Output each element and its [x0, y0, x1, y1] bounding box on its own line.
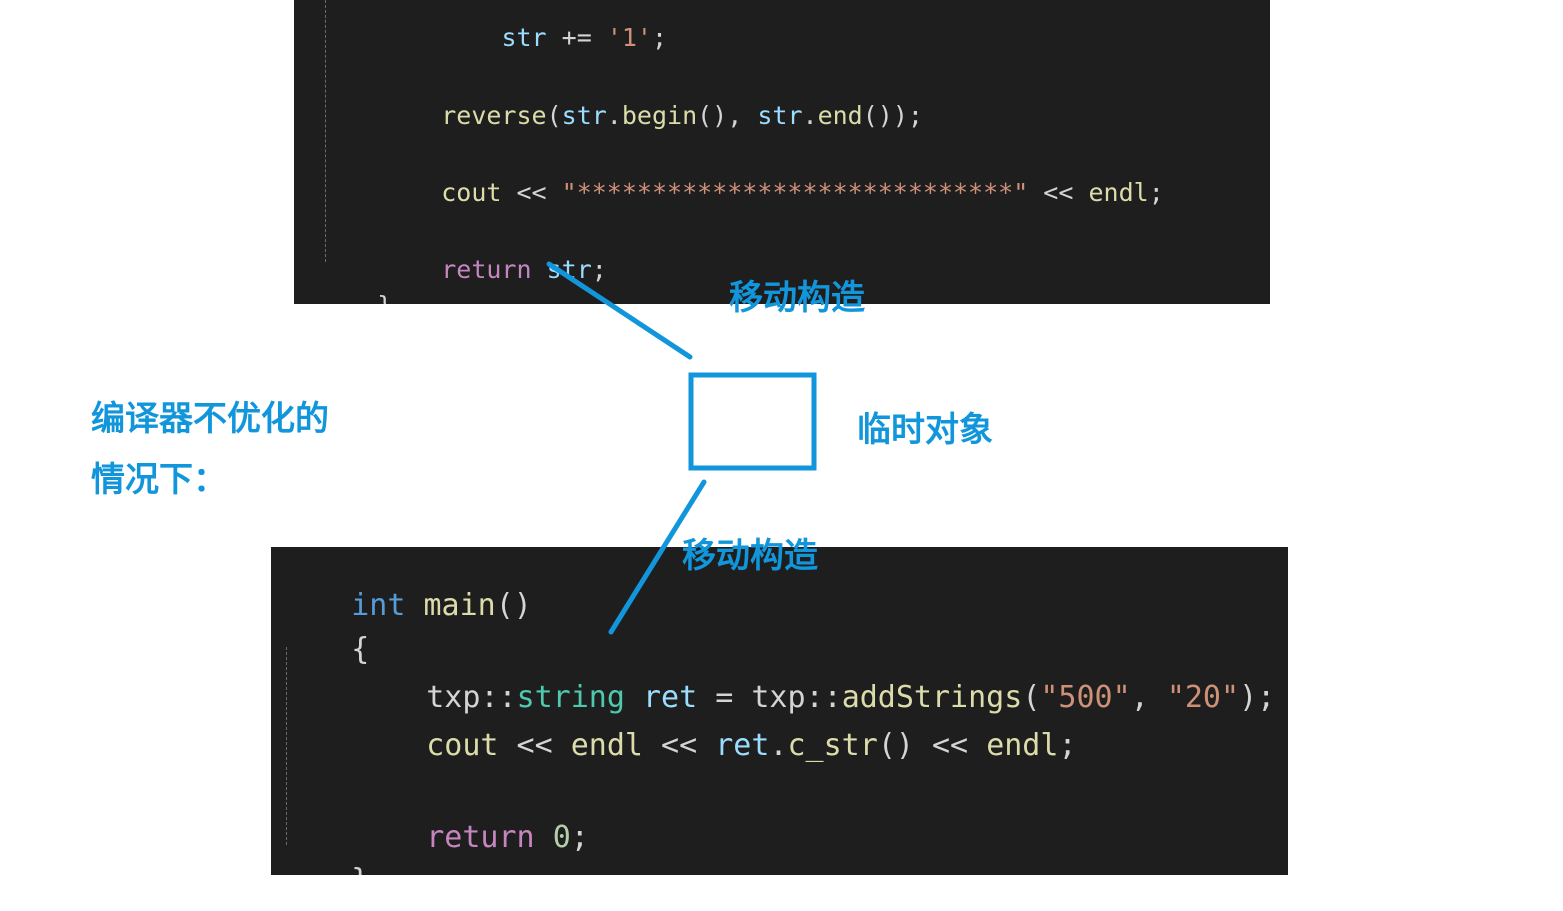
code-line-reverse: reverse(str.begin(), str.end());	[441, 101, 923, 130]
indent-guide	[286, 647, 287, 845]
connector-return-to-temp	[546, 261, 693, 360]
code-line-main-signature: int main()	[351, 588, 532, 623]
code-panel-add-strings-tail: str += '1'; reverse(str.begin(), str.end…	[294, 0, 1270, 304]
code-line-ret-declaration: txp::string ret = txp::addStrings("500",…	[426, 680, 1276, 715]
indent-guide	[325, 0, 326, 262]
label-temp-object: 临时对象	[857, 410, 993, 450]
label-move-construct-bottom: 移动构造	[682, 536, 818, 576]
label-move-construct-top: 移动构造	[729, 278, 865, 318]
code-line-close-brace: }	[317, 262, 392, 304]
label-condition-line1: 编译器不优化的	[91, 399, 329, 439]
code-line-cout-ret: cout << endl << ret.c_str() << endl;	[426, 728, 1077, 763]
code-line-close-brace: }	[279, 828, 369, 875]
code-line-open-brace: {	[351, 632, 370, 667]
code-line-cout-stars: cout << "*****************************" …	[441, 178, 1164, 207]
label-condition-line2: 情况下：	[91, 460, 227, 500]
temp-object-box	[688, 372, 817, 471]
connector-temp-to-ret	[608, 479, 707, 635]
code-line-return-zero: return 0;	[426, 820, 589, 855]
code-line-append-one: str += '1';	[501, 23, 668, 52]
code-panel-main: int main() { txp::string ret = txp::addS…	[271, 547, 1288, 875]
